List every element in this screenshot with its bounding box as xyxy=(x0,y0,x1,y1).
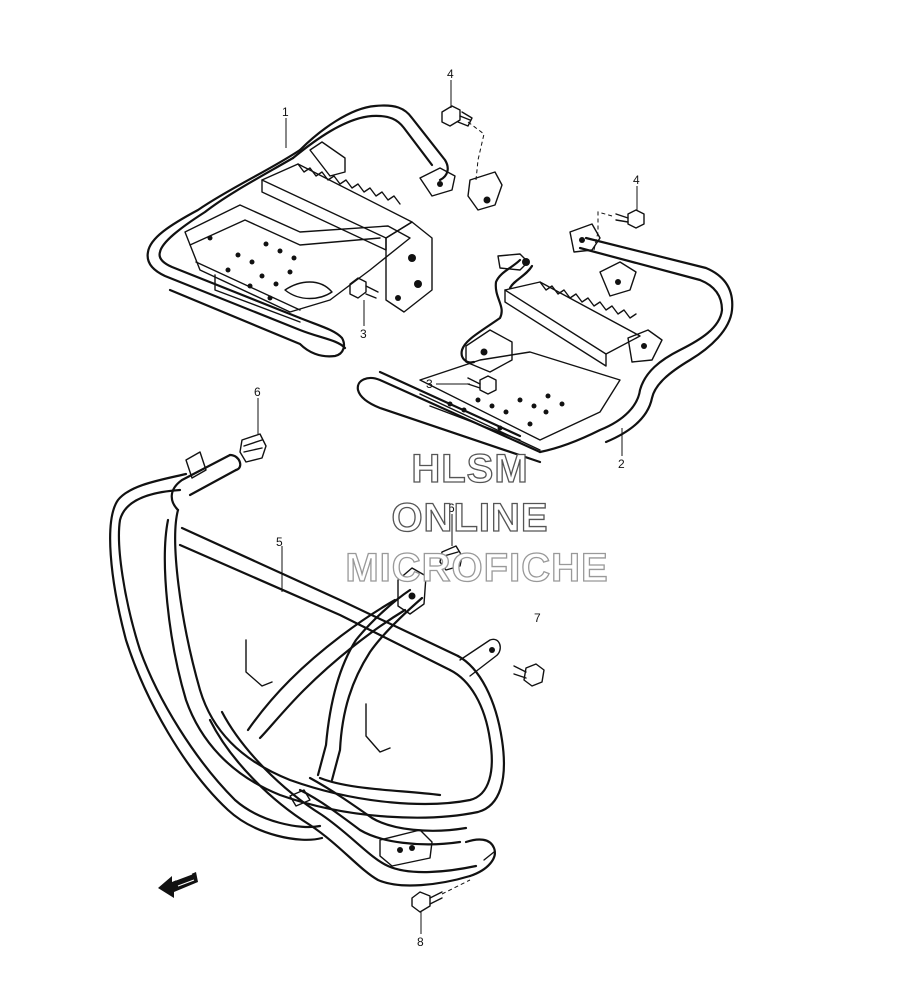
bolt-part-3-left[interactable] xyxy=(349,277,379,299)
cap-part-6-upper[interactable] xyxy=(239,433,267,463)
callout-4-right: 4 xyxy=(633,173,640,187)
bolt-part-4-upper[interactable] xyxy=(441,105,485,181)
callout-6-upper: 6 xyxy=(254,385,261,399)
callout-6-lower: 6 xyxy=(448,501,455,515)
front-arrow-icon xyxy=(158,872,198,898)
bolt-part-8[interactable] xyxy=(411,879,471,913)
callout-2: 2 xyxy=(618,457,625,471)
callout-1: 1 xyxy=(282,105,289,119)
callout-4-upper: 4 xyxy=(447,67,454,81)
plate-holes-right xyxy=(447,393,565,431)
watermark-line-2: ONLINE xyxy=(391,496,548,540)
footrest-left-part-1[interactable] xyxy=(146,104,503,358)
bolt-part-3-right[interactable] xyxy=(467,375,497,395)
footrest-right-part-2[interactable] xyxy=(356,223,734,464)
watermark-line-3: MICROFICHE xyxy=(345,546,608,590)
cap-part-6-lower[interactable] xyxy=(439,545,463,571)
watermark-line-1: HLSM xyxy=(411,447,528,491)
callout-labels: 1 4 4 3 3 2 6 5 6 7 8 xyxy=(254,67,640,949)
callout-5: 5 xyxy=(276,535,283,549)
callout-3-right: 3 xyxy=(426,377,433,391)
leader-lines xyxy=(257,80,638,934)
watermark: HLSM ONLINE MICROFICHE xyxy=(345,446,609,590)
callout-7: 7 xyxy=(534,611,541,625)
front-guard-part-5[interactable] xyxy=(109,451,506,887)
callout-3-left: 3 xyxy=(360,327,367,341)
bolt-part-7[interactable] xyxy=(513,663,545,687)
bolt-part-4-right[interactable] xyxy=(593,209,645,251)
callout-8: 8 xyxy=(417,935,424,949)
plate-holes-left xyxy=(207,235,297,301)
